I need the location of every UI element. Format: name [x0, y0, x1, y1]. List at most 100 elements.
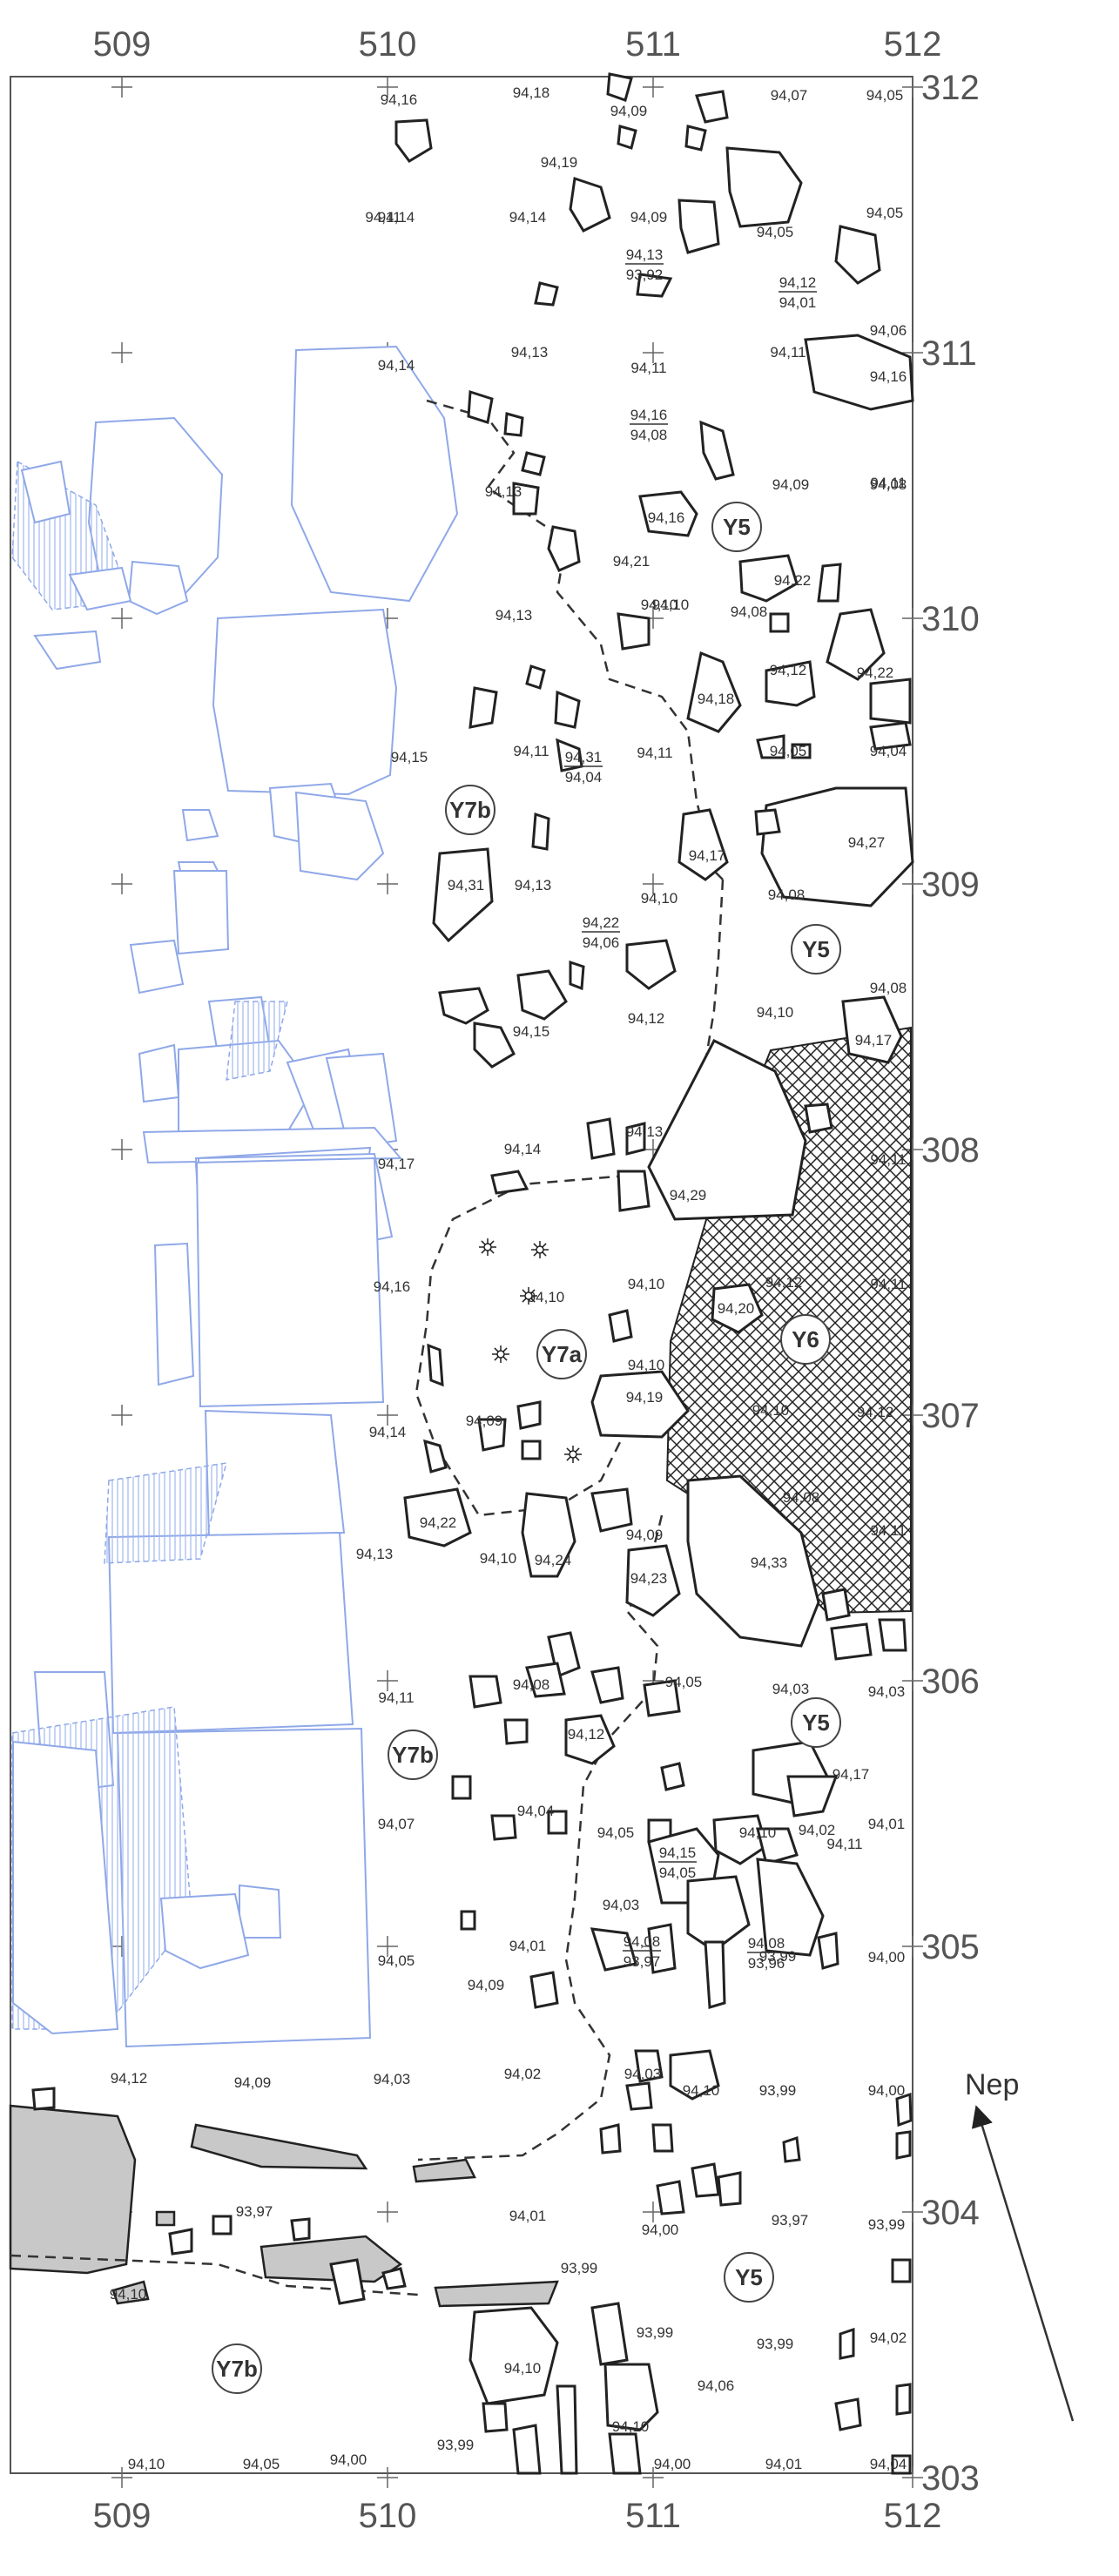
elevation-label: 94,22: [583, 914, 620, 931]
elevation-label: 94,09: [630, 209, 668, 226]
elevation-label-lower: 93,92: [626, 266, 664, 283]
elevation-label: 94,11: [870, 1522, 906, 1539]
elevation-label: 93,97: [236, 2203, 273, 2220]
grid-cross: [902, 342, 923, 363]
elevation-label: 94,03: [772, 1681, 810, 1697]
elevation-label: 94,10: [757, 1004, 794, 1021]
elevation-label-lower: 94,08: [630, 427, 668, 443]
grid-cross: [377, 2202, 398, 2222]
zone-label: Y7b: [449, 797, 491, 823]
elevation-label: 94,12: [111, 2070, 148, 2087]
grid-cross: [902, 608, 923, 629]
elevation-label: 94,05: [243, 2456, 280, 2472]
elevation-label: 94,00: [330, 2451, 367, 2468]
elevation-label: 94,05: [665, 1674, 703, 1690]
x-axis-label-bottom: 512: [884, 2497, 942, 2535]
elevation-label: 94,09: [610, 103, 648, 119]
grid-cross: [643, 2202, 664, 2222]
elevation-label: 94,12: [779, 274, 817, 291]
elevation-label: 94,05: [378, 1952, 415, 1969]
elevation-label: 94,10: [641, 597, 678, 613]
elevation-label: 94,15: [391, 749, 428, 765]
elevation-label: 94,11: [870, 475, 906, 491]
elevation-label: 94,13: [626, 246, 664, 263]
elevation-label: 94,17: [378, 1156, 415, 1172]
elevation-label-lower: 93,97: [624, 1953, 661, 1970]
elevation-label: 93,99: [868, 2216, 906, 2233]
elevation-label: 94,12: [765, 1274, 803, 1291]
grid-cross: [377, 1405, 398, 1426]
elevation-label: 94,08: [768, 887, 806, 903]
elevation-label: 94,01: [509, 2208, 547, 2224]
elevation-label: 94,31: [565, 749, 603, 765]
zone-label: Y5: [723, 514, 751, 540]
elevation-label: 94,08: [870, 476, 907, 493]
elevation-label: 94,05: [597, 1824, 635, 1841]
elevation-label: 94,06: [870, 322, 907, 339]
grid-cross: [643, 342, 664, 363]
north-label: Nep: [965, 2068, 1019, 2101]
elevation-label: 94,10: [480, 1550, 517, 1567]
elevation-label: 94,04: [870, 2456, 907, 2472]
elevation-label: 94,13: [356, 1546, 394, 1562]
excavated-stones: [31, 72, 914, 2475]
y-axis-label: 306: [921, 1662, 980, 1701]
elevation-label: 94,06: [698, 2377, 735, 2394]
elevation-label: 94,01: [509, 1938, 547, 1954]
elevation-label: 94,17: [833, 1766, 870, 1783]
grid-cross: [377, 873, 398, 894]
y-axis-label: 309: [921, 866, 980, 904]
elevation-label: 94,14: [378, 209, 415, 226]
elevation-label: 94,03: [603, 1897, 640, 1913]
elevation-label: 94,31: [448, 877, 485, 894]
elevation-label: 94,07: [771, 87, 808, 104]
zone-marker: [445, 785, 495, 835]
zone-marker: [724, 2252, 774, 2303]
elevation-label: 94,03: [374, 2071, 411, 2087]
grid-cross: [111, 1405, 132, 1426]
elevation-label: 94,10: [110, 2286, 147, 2303]
y-axis-label: 305: [921, 1928, 980, 1966]
grid-cross: [111, 1139, 132, 1160]
elevation-label: 94,13: [511, 344, 549, 361]
elevation-label: 94,11: [630, 360, 666, 376]
plan-frame: [10, 76, 913, 2474]
elevation-label: 94,08: [624, 1933, 661, 1950]
elevation-label: 94,10: [683, 2082, 720, 2099]
elevation-label: 94,12: [568, 1726, 605, 1743]
elevation-label: 93,99: [637, 2324, 674, 2341]
star-marker-icon: [479, 1238, 496, 1256]
elevation-label: 94,08: [748, 1935, 785, 1952]
elevation-label: 94,22: [420, 1514, 457, 1531]
elevation-label: 94,11: [826, 1836, 862, 1852]
elevation-label: 94,00: [654, 2456, 691, 2472]
elevation-label-lower: 94,06: [583, 934, 620, 951]
elevation-label: 94,11: [365, 209, 401, 226]
elevation-label: 94,10: [128, 2456, 165, 2472]
elevation-label: 94,09: [626, 1527, 664, 1543]
elevation-label: 94,13: [495, 607, 533, 624]
elevation-label: 94,01: [765, 2456, 803, 2472]
elevation-label: 94,20: [718, 1300, 755, 1317]
elevation-label: 94,12: [628, 1010, 665, 1027]
grid-cross: [111, 608, 132, 629]
elevation-label: 94,03: [624, 2066, 662, 2082]
elevation-label: 94,11: [870, 1151, 906, 1168]
elevation-label: 94,18: [513, 84, 550, 101]
elevation-label: 94,14: [504, 1141, 542, 1157]
star-marker-icon: [520, 1287, 537, 1305]
elevation-label: 93,99: [757, 2336, 794, 2352]
elevation-label: 94,22: [774, 572, 812, 589]
axis-labels: 5095095105105115115125123123113103093083…: [93, 25, 980, 2535]
grid-cross: [902, 2467, 923, 2488]
grid-cross: [377, 1936, 398, 1957]
elevation-label: 94,13: [626, 1123, 664, 1140]
elevation-label: 94,14: [509, 209, 547, 226]
elevation-label: 94,11: [870, 1276, 906, 1292]
grid-cross: [111, 873, 132, 894]
elevation-label: 94,02: [504, 2066, 542, 2082]
grid-cross: [902, 1670, 923, 1691]
elevation-label: 94,11: [513, 743, 549, 759]
grid-cross: [111, 2467, 132, 2488]
